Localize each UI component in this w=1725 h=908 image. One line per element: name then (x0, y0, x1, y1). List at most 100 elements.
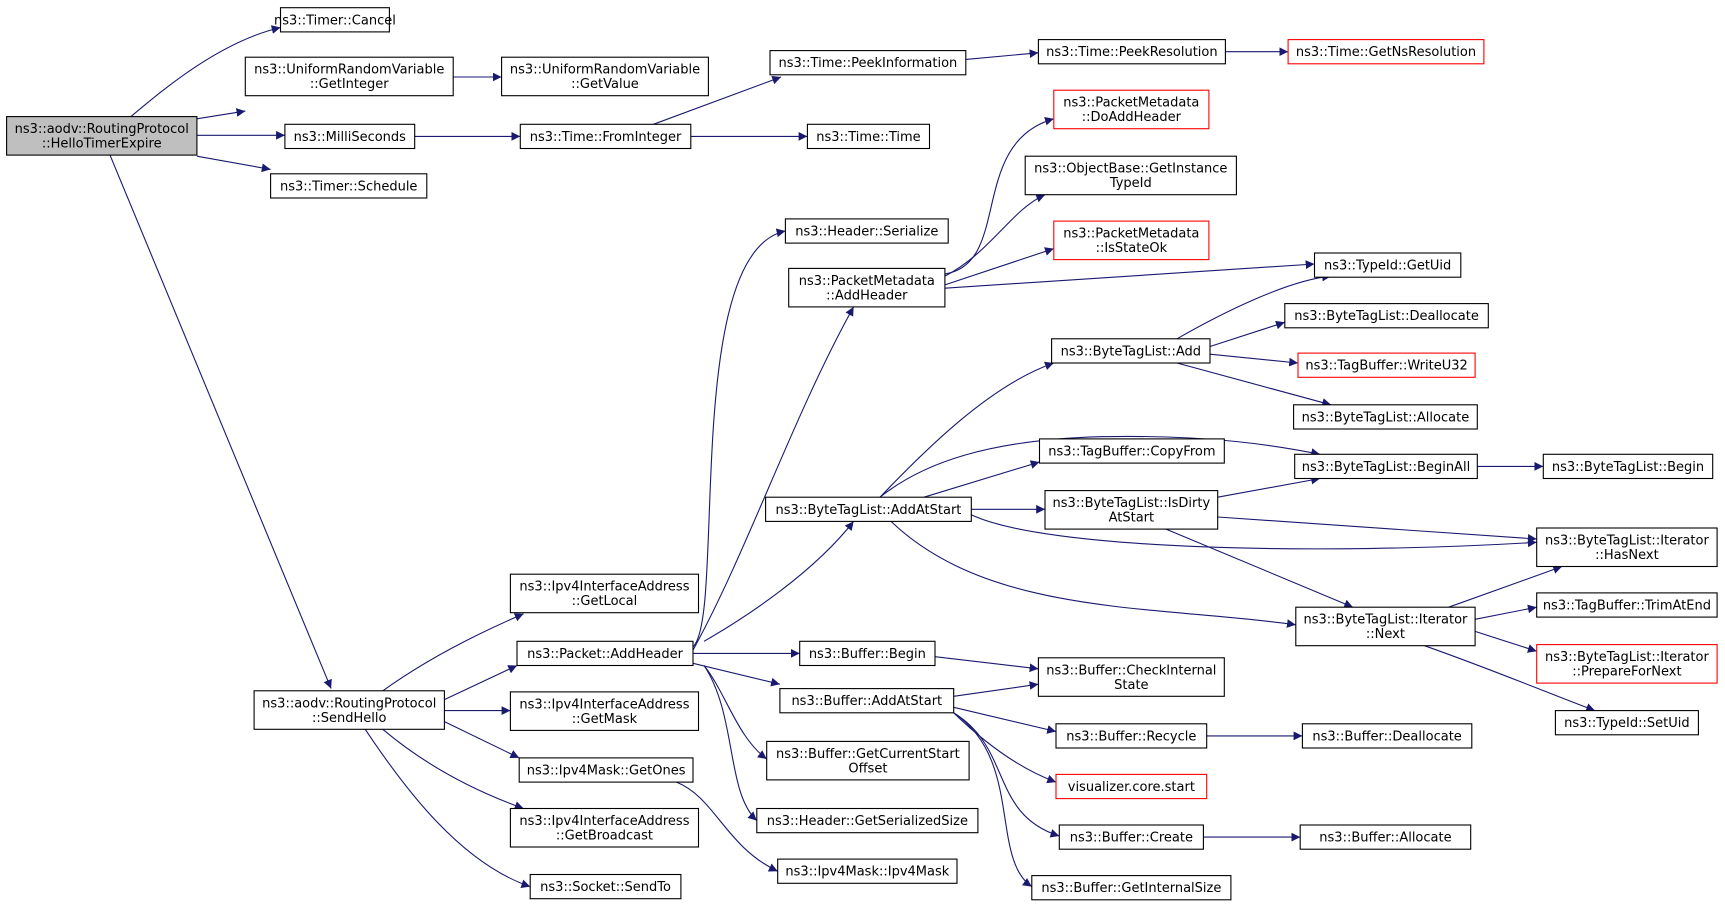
node-ipv4ia-getlocal[interactable]: ns3::Ipv4InterfaceAddress::GetLocal (509, 573, 700, 614)
node-urv-getinteger[interactable]: ns3::UniformRandomVariable::GetInteger (244, 56, 454, 97)
edge-ah-baas (693, 663, 780, 687)
node-label-line-1: ns3::Ipv4InterfaceAddress (519, 580, 689, 595)
edge-btlaas-add (880, 361, 1054, 497)
node-btl-allocate[interactable]: ns3::ByteTagList::Allocate (1293, 404, 1478, 430)
node-buffer-recycle[interactable]: ns3::Buffer::Recycle (1055, 723, 1208, 749)
node-tagbuffer-copyfrom[interactable]: ns3::TagBuffer::CopyFrom (1038, 438, 1225, 464)
node-label-line-1: ns3::TagBuffer::WriteU32 (1305, 359, 1467, 374)
node-ipv4ia-getmask[interactable]: ns3::Ipv4InterfaceAddress::GetMask (509, 691, 700, 731)
edge-btlaas-nx (891, 521, 1296, 628)
node-box (1287, 39, 1485, 65)
node-label-line-2: ::Next (1366, 627, 1405, 642)
node-buffer-deallocate[interactable]: ns3::Buffer::Deallocate (1301, 723, 1473, 749)
edge-sh-gl (383, 613, 524, 691)
edge-ah-pmah (693, 307, 854, 650)
edge-sh-ah (444, 666, 517, 700)
node-milliseconds[interactable]: ns3::MilliSeconds (284, 123, 416, 150)
node-box (1536, 592, 1718, 618)
node-label-line-1: ns3::ByteTagList::Begin (1552, 460, 1704, 475)
edge-ah-btlaas (704, 521, 854, 641)
node-label-line-1: ns3::Buffer::Allocate (1319, 831, 1451, 846)
node-box (1293, 404, 1478, 430)
node-box (806, 123, 931, 150)
edge-go-im (677, 782, 778, 871)
node-label-line-2: State (1114, 678, 1148, 693)
node-header-getserializedsize[interactable]: ns3::Header::GetSerializedSize (756, 807, 979, 834)
edge-pmah-gu (945, 260, 1315, 288)
node-box (799, 640, 936, 667)
node-btl-iter-next[interactable]: ns3::ByteTagList::Iterator::Next (1295, 606, 1476, 647)
node-pm-isstateok[interactable]: ns3::PacketMetadata::IsStateOk (1053, 220, 1210, 261)
node-ipv4ia-getbroadcast[interactable]: ns3::Ipv4InterfaceAddress::GetBroadcast (509, 807, 700, 848)
node-btl-begin[interactable]: ns3::ByteTagList::Begin (1542, 453, 1714, 480)
node-buffer-create[interactable]: ns3::Buffer::Create (1058, 824, 1204, 850)
node-typeid-setuid[interactable]: ns3::TypeId::SetUid (1554, 710, 1699, 736)
node-buffer-addatstart[interactable]: ns3::Buffer::AddAtStart (779, 688, 955, 714)
node-box (501, 56, 709, 97)
node-box (253, 690, 445, 730)
node-box (1044, 490, 1219, 530)
edge-btlaas-cf (924, 460, 1040, 497)
node-box (1051, 338, 1211, 364)
node-time-time[interactable]: ns3::Time::Time (806, 123, 931, 150)
node-label-line-1: ns3::Header::Serialize (795, 225, 938, 240)
node-label-line-1: ns3::PacketMetadata (1063, 227, 1199, 242)
node-label-line-1: ns3::ByteTagList::Iterator (1304, 613, 1469, 628)
node-socket-sendto[interactable]: ns3::Socket::SendTo (529, 873, 682, 900)
node-tagbuffer-writeu32[interactable]: ns3::TagBuffer::WriteU32 (1297, 352, 1476, 378)
node-pm-addheader[interactable]: ns3::PacketMetadata::AddHeader (788, 267, 946, 308)
node-label-line-1: ns3::Packet::AddHeader (527, 647, 683, 662)
node-timer-cancel[interactable]: ns3::Timer::Cancel (274, 7, 396, 33)
node-ipv4mask-getones[interactable]: ns3::Ipv4Mask::GetOnes (518, 757, 694, 783)
node-time-peekinformation[interactable]: ns3::Time::PeekInformation (769, 50, 967, 76)
node-btl-beginall[interactable]: ns3::ByteTagList::BeginAll (1294, 453, 1478, 480)
node-btl-iter-hasnext[interactable]: ns3::ByteTagList::Iterator::HasNext (1536, 527, 1718, 568)
node-pm-doaddheader[interactable]: ns3::PacketMetadata::DoAddHeader (1053, 89, 1210, 130)
node-box (1058, 824, 1204, 850)
node-label-line-1: ns3::Buffer::CheckInternal (1046, 663, 1216, 678)
node-packet-addheader[interactable]: ns3::Packet::AddHeader (516, 640, 694, 667)
edge-sh-st (365, 729, 530, 888)
node-btl-deallocate[interactable]: ns3::ByteTagList::Deallocate (1284, 303, 1489, 329)
edge-pi-pr (966, 49, 1039, 60)
node-buffer-getinternalsize[interactable]: ns3::Buffer::GetInternalSize (1031, 875, 1232, 901)
node-btl-addatstart[interactable]: ns3::ByteTagList::AddAtStart (765, 496, 972, 522)
node-send-hello[interactable]: ns3::aodv::RoutingProtocol::SendHello (253, 690, 445, 730)
node-btl-iter-prepfornext[interactable]: ns3::ByteTagList::Iterator::PrepareForNe… (1536, 644, 1718, 684)
node-tagbuffer-trimatend[interactable]: ns3::TagBuffer::TrimAtEnd (1536, 592, 1718, 618)
edge-baas-cr (954, 713, 1060, 838)
edge-add-al (1177, 363, 1331, 407)
node-typeid-getuid[interactable]: ns3::TypeId::GetUid (1313, 252, 1462, 278)
edge-ah-gcso (704, 666, 767, 760)
node-label-line-2: ::PrepareForNext (1572, 665, 1681, 680)
edge-btlaas-hn (971, 515, 1536, 549)
node-ipv4mask-ipv4mask[interactable]: ns3::Ipv4Mask::Ipv4Mask (777, 858, 958, 884)
node-time-peekresolution[interactable]: ns3::Time::PeekResolution (1037, 39, 1226, 65)
edge-nx-hn (1449, 565, 1562, 608)
node-header-serialize[interactable]: ns3::Header::Serialize (784, 218, 949, 244)
node-hello-timer-expire[interactable]: ns3::aodv::RoutingProtocol::HelloTimerEx… (6, 116, 198, 156)
node-timer-schedule[interactable]: ns3::Timer::Schedule (270, 173, 428, 199)
node-time-getnsresolution[interactable]: ns3::Time::GetNsResolution (1287, 39, 1485, 65)
node-box (509, 573, 700, 614)
node-label-line-1: ns3::Time::PeekResolution (1046, 45, 1217, 60)
node-label-line-1: ns3::ByteTagList::Add (1061, 344, 1201, 359)
node-label-line-1: ns3::Time::Time (816, 130, 920, 145)
node-buffer-allocate[interactable]: ns3::Buffer::Allocate (1299, 824, 1472, 850)
node-box (756, 807, 979, 834)
node-btl-add[interactable]: ns3::ByteTagList::Add (1051, 338, 1211, 364)
node-box (1295, 606, 1476, 647)
node-visualizer-start[interactable]: visualizer.core.start (1055, 773, 1208, 800)
node-box (1053, 89, 1210, 130)
node-label-line-1: ns3::ByteTagList::Allocate (1302, 410, 1470, 425)
node-label-line-2: Offset (848, 761, 887, 776)
node-urv-getvalue[interactable]: ns3::UniformRandomVariable::GetValue (501, 56, 709, 97)
node-time-frominteger[interactable]: ns3::Time::FromInteger (519, 123, 692, 150)
node-label-line-1: ns3::Ipv4InterfaceAddress (519, 697, 689, 712)
node-buffer-begin[interactable]: ns3::Buffer::Begin (799, 640, 936, 667)
node-label-line-1: ns3::Buffer::AddAtStart (791, 694, 942, 709)
